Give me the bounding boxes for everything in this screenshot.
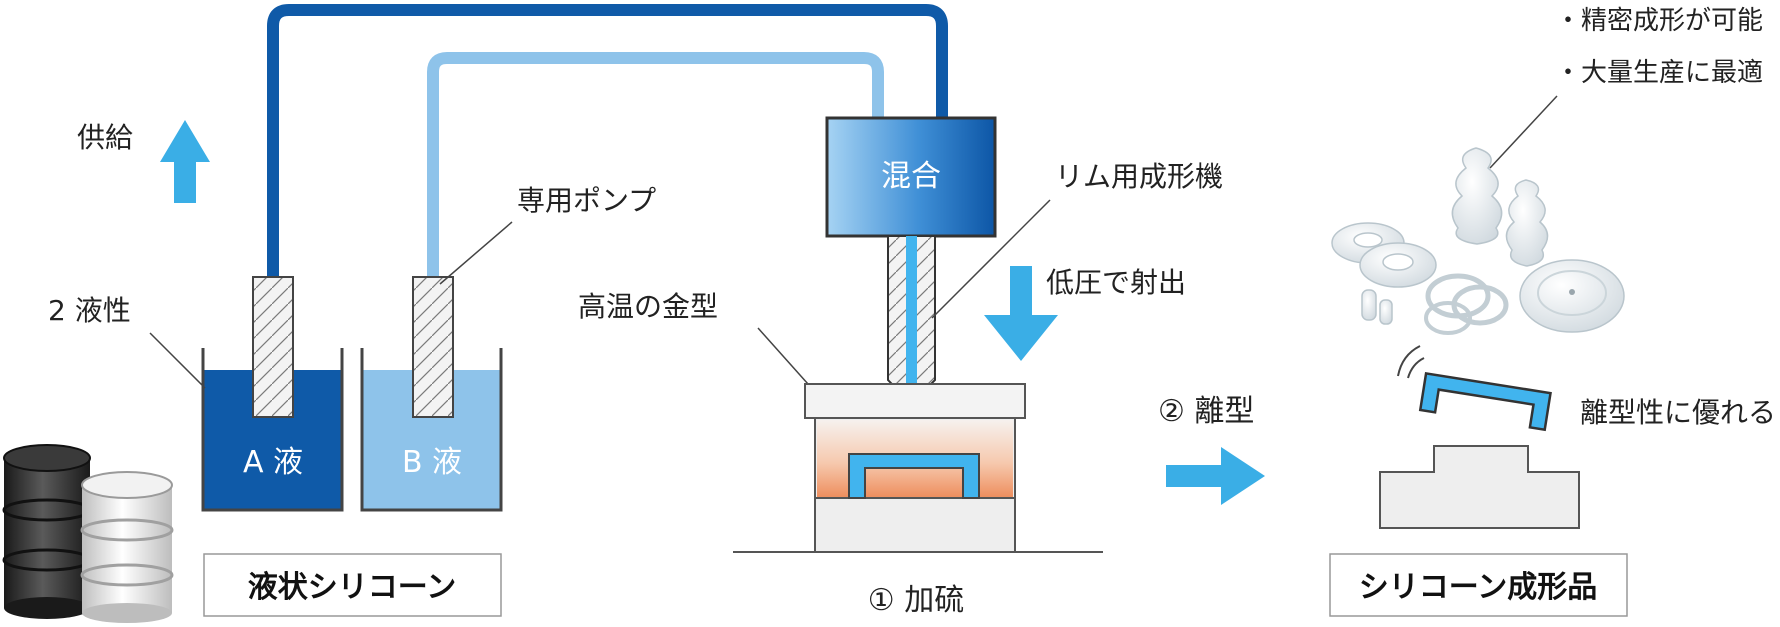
vibration-icon bbox=[1397, 345, 1425, 379]
mold bbox=[733, 383, 1103, 553]
liquid-b-label: B 液 bbox=[402, 445, 462, 480]
barrel-white-icon bbox=[80, 471, 174, 623]
release-property-label: 離型性に優れる bbox=[1580, 396, 1776, 429]
hot-mold-leader bbox=[757, 327, 809, 385]
pump-leader bbox=[439, 221, 513, 285]
arrow-down-icon bbox=[984, 266, 1058, 361]
molded-product-box bbox=[1329, 553, 1628, 617]
pump-b bbox=[412, 276, 454, 418]
low-pressure-label: 低圧で射出 bbox=[1046, 266, 1186, 299]
arrow-right-icon bbox=[1166, 447, 1265, 505]
rim-machine-leader bbox=[931, 199, 1051, 319]
liquid-silicone-label: 液状シリコーン bbox=[248, 570, 457, 605]
mixing-label: 混合 bbox=[881, 159, 941, 194]
two-part-leader bbox=[149, 332, 206, 389]
feature-1-label: ・精密成形が可能 bbox=[1555, 6, 1763, 36]
tube-b bbox=[427, 52, 884, 278]
release-mold bbox=[1379, 445, 1580, 529]
pump-a bbox=[252, 276, 294, 418]
features-leader bbox=[1489, 95, 1558, 169]
rim-machine-label: リム用成形機 bbox=[1055, 160, 1223, 193]
silicone-parts-illustration bbox=[1331, 147, 1625, 335]
barrel-black-icon bbox=[2, 444, 92, 619]
release-label: ② 離型 bbox=[1158, 394, 1254, 429]
arrow-up-icon bbox=[160, 120, 210, 203]
two-part-label: 2 液性 bbox=[48, 294, 131, 327]
curing-label: ① 加硫 bbox=[868, 583, 964, 618]
liquid-a-label: A 液 bbox=[243, 445, 303, 480]
supply-label: 供給 bbox=[77, 121, 133, 154]
hot-mold-label: 高温の金型 bbox=[578, 290, 718, 323]
tube-a bbox=[267, 4, 948, 278]
liquid-silicone-box bbox=[203, 553, 502, 617]
feature-2-label: ・大量生産に最適 bbox=[1555, 58, 1763, 88]
released-part bbox=[1418, 372, 1552, 432]
molded-product-label: シリコーン成形品 bbox=[1359, 570, 1598, 605]
pump-label: 専用ポンプ bbox=[517, 184, 656, 217]
tank-a bbox=[201, 348, 344, 512]
